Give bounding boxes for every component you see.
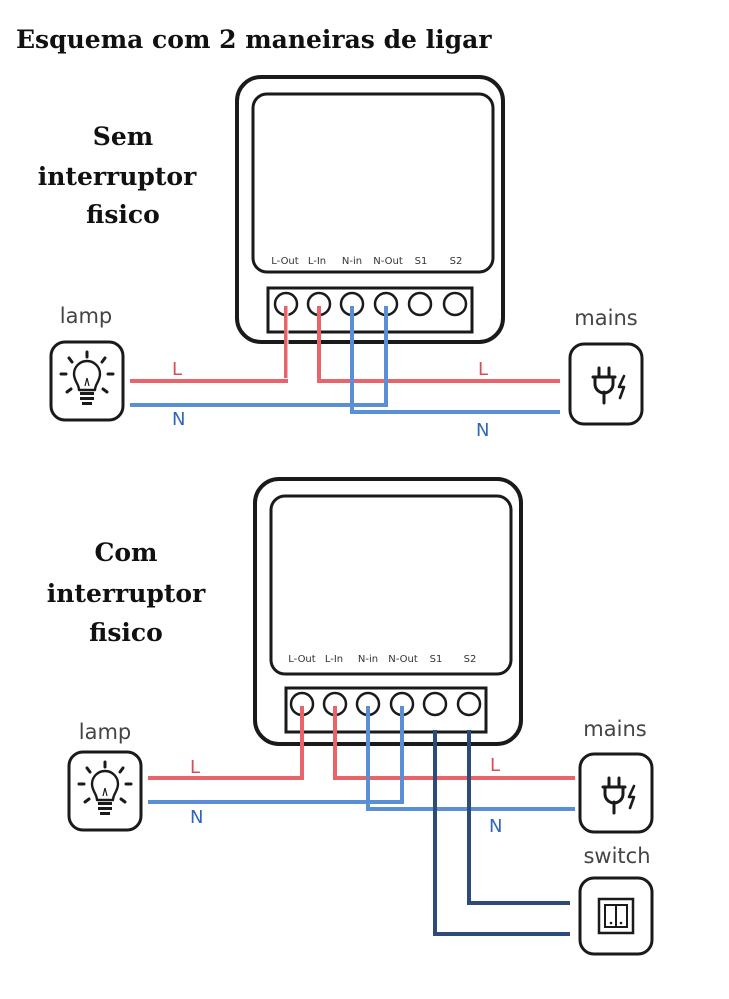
- mains-box: [568, 342, 644, 426]
- lamp-label: lamp: [79, 720, 132, 744]
- section1-heading-line3: fisico: [86, 200, 160, 229]
- terminal-label-n-out: N-Out: [373, 256, 403, 267]
- live-wire-from-mains: [317, 306, 560, 383]
- live-label-right: L: [478, 359, 488, 380]
- section2-heading-line1: Com: [94, 538, 157, 567]
- neutral-label-left: N: [172, 409, 185, 430]
- live-wire-to-lamp: [148, 706, 304, 780]
- live-label-left: L: [172, 359, 182, 380]
- terminal-label-l-out: L-Out: [288, 654, 315, 665]
- terminal-label-s2: S2: [464, 654, 477, 665]
- terminal-screws: [273, 291, 468, 317]
- mains-box: [578, 752, 654, 834]
- neutral-wire-from-mains: [366, 706, 575, 811]
- diagram-title: Esquema com 2 maneiras de ligar: [16, 25, 492, 54]
- section-without-switch: Sem interruptor fisico L-Out L-In N-in N…: [38, 75, 644, 441]
- terminal-screws: [289, 691, 482, 717]
- section1-heading-line2: interruptor: [38, 162, 197, 191]
- terminal-label-l-in: L-In: [308, 256, 326, 267]
- mains-label: mains: [574, 306, 637, 330]
- wall-switch-icon: [597, 897, 635, 935]
- section1-heading-line1: Sem: [93, 122, 153, 151]
- module-display-panel: [251, 92, 495, 274]
- terminal-label-n-in: N-in: [342, 256, 362, 267]
- lamp-box: [67, 750, 143, 832]
- live-label-right: L: [490, 755, 500, 776]
- neutral-wire-from-mains: [350, 306, 560, 414]
- section-with-switch: Com interruptor fisico L-Out L-In N-in N…: [47, 477, 654, 956]
- terminal-block: [284, 686, 488, 734]
- section2-heading-line3: fisico: [89, 618, 163, 647]
- live-wire-from-mains: [333, 706, 575, 780]
- terminal-label-s1: S1: [430, 654, 443, 665]
- switch-wire-s2: [467, 730, 570, 905]
- neutral-label-right: N: [489, 816, 502, 837]
- neutral-label-right: N: [476, 420, 489, 441]
- switch-wire-s1: [433, 730, 570, 936]
- switch-label: switch: [583, 844, 650, 868]
- terminal-label-l-in: L-In: [325, 654, 343, 665]
- terminal-label-s1: S1: [415, 256, 428, 267]
- terminal-block: [266, 286, 474, 334]
- neutral-label-left: N: [190, 807, 203, 828]
- terminal-label-l-out: L-Out: [271, 256, 298, 267]
- neutral-wire-to-lamp: [130, 306, 388, 407]
- module-display-panel: [269, 494, 513, 676]
- section2-heading-line2: interruptor: [47, 579, 206, 608]
- lamp-label: lamp: [60, 304, 113, 328]
- live-wire-to-lamp: [130, 306, 288, 383]
- live-label-left: L: [190, 757, 200, 778]
- terminal-label-s2: S2: [450, 256, 463, 267]
- terminal-label-n-in: N-in: [358, 654, 378, 665]
- lamp-box: [49, 340, 125, 422]
- mains-label: mains: [583, 717, 646, 741]
- neutral-wire-to-lamp: [148, 706, 404, 804]
- terminal-label-n-out: N-Out: [388, 654, 418, 665]
